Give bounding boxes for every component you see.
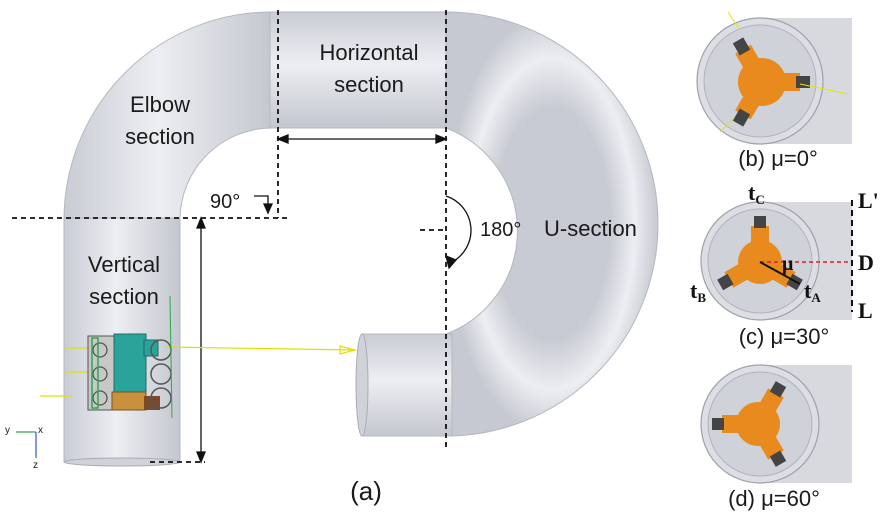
u-exit-pipe [361,333,453,437]
horizontal-pipe [269,11,449,129]
axis-y-label: y [5,425,10,436]
label-L: L [858,298,873,323]
panel-d: (d) μ=60° [700,364,852,511]
label-tb: tB [690,278,706,305]
axis-x-label: x [38,425,43,436]
robot-front-c [717,216,803,291]
vertical-section-label-2: section [89,284,159,309]
mu-angle-line [759,261,801,285]
label-L-prime: L' [858,188,879,213]
label-mu: μ [782,253,794,275]
elbow-section-label-1: Elbow [130,92,190,117]
angle-90-label: 90° [210,191,240,213]
robot-front-d [712,381,787,467]
axis-triad: y x z [5,425,43,471]
elbow-pipe [63,11,273,219]
u-pipe [445,11,659,437]
pipe-assembly [63,11,659,467]
label-D: D [858,250,874,275]
u-exit-opening [355,333,369,437]
caption-b: (b) μ=0° [738,146,818,171]
u-section-label: U-section [544,216,637,241]
section-boundaries [12,10,447,463]
horizontal-section-label-2: section [334,72,404,97]
label-ta: tA [804,278,821,305]
robot-front-b [719,11,849,133]
dimension-arrows [196,134,472,464]
panel-c: tC tB tA μ L' D L (c) μ=30° [690,180,879,349]
axis-z-label: z [33,460,38,471]
guide-line [40,345,358,397]
robot-model [87,295,173,419]
elbow-section-label-2: section [125,124,195,149]
horizontal-section-label-1: Horizontal [319,40,418,65]
caption-d: (d) μ=60° [728,486,820,511]
angle-180-label: 180° [480,219,521,241]
caption-c: (c) μ=30° [739,324,830,349]
panel-b: (b) μ=0° [696,11,852,171]
label-tc: tC [748,180,765,207]
caption-a: (a) [350,476,382,506]
vertical-section-label-1: Vertical [88,252,160,277]
